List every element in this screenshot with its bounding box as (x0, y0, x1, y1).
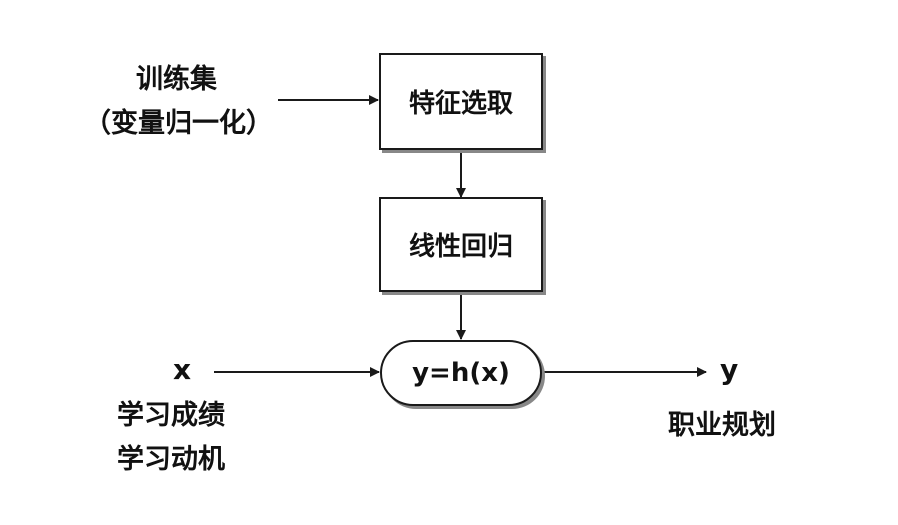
training-set-note: （变量归一化） (84, 108, 273, 139)
training-set-label: 训练集 (136, 64, 217, 95)
x-input-symbol: x (173, 353, 192, 386)
feature-selection-box: 特征选取 (379, 53, 543, 150)
y-output-label: 职业规划 (668, 410, 776, 441)
y-output-symbol: y (720, 353, 739, 386)
x-input-feature-2: 学习动机 (117, 444, 225, 475)
linear-regression-box: 线性回归 (379, 197, 543, 292)
model-hypothesis-node: y=h(x) (380, 340, 542, 406)
x-input-feature-1: 学习成绩 (117, 400, 225, 431)
